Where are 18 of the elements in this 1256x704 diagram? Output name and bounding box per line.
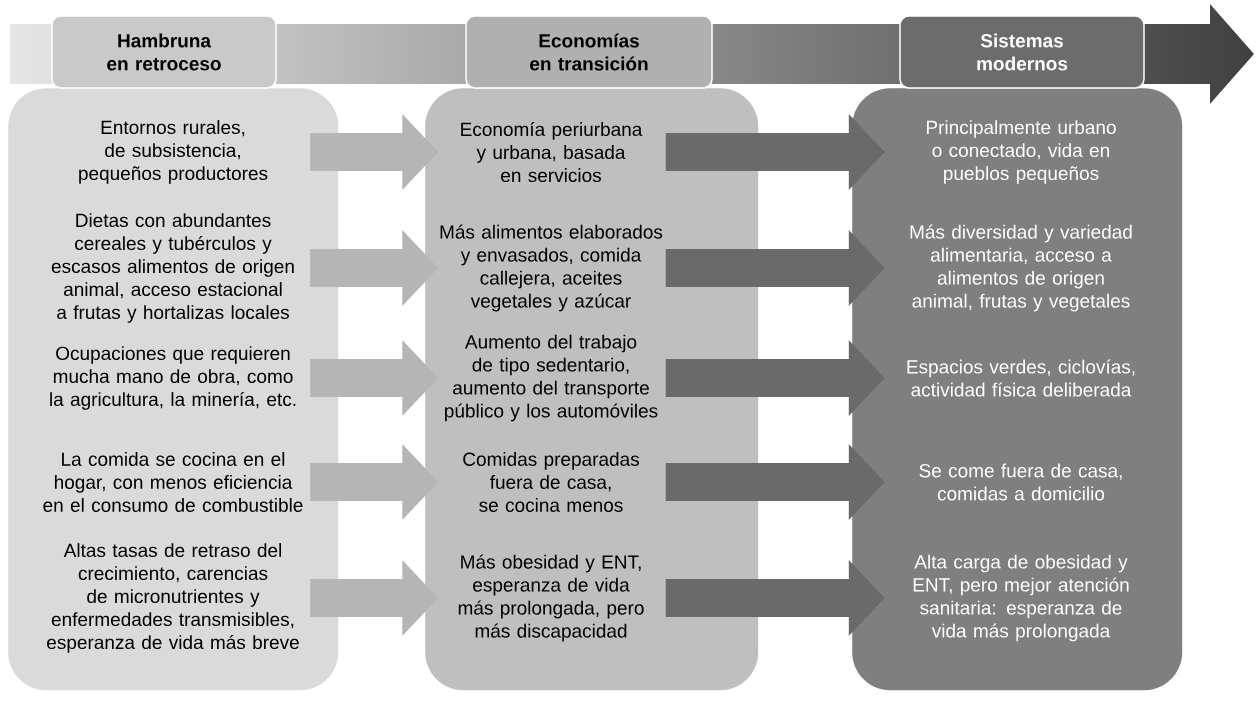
item-text: Más alimentos elaborados y envasados, comida callejera, aceites vegetales y azúcar [440,224,663,312]
node-label: Hambruna en retroceso [107,33,221,71]
item-text: Alta carga de obesidad y ENT, pero mejor atención sanitaria: esperanza de vida más prolongada [913,554,1129,642]
item-text: Espacios verdes, ciclovías, actividad física deliberada [907,359,1135,397]
item-text: Comidas preparadas fuera de casa, se cocina menos [463,452,639,512]
node-label: Economías en transición [530,33,648,71]
item-text: Entornos rurales, de subsistencia, pequeños productores [79,120,268,184]
item-text: Dietas con abundantes cereales y tubérculos y escasos alimentos de origen animal, acceso estacional a frutas y hortalizas locales [51,213,294,323]
item-text: Altas tasas de retraso del crecimiento, carencias de micronutrientes y enfermedades transmisibles, esperanza de vida más breve [47,543,299,653]
item-text: Ocupaciones que requieren mucha mano de obra, como la agricultura, la minería, etc. [50,346,296,410]
item-text: Aumento del trabajo de tipo sedentario, aumento del transporte público y los automóviles [445,334,658,422]
item-text: Más obesidad y ENT, esperanza de vida más prolongada, pero más discapacidad [458,554,644,642]
item-text: Se come fuera de casa, comidas a domicilio [919,463,1122,501]
node-label: Sistemas modernos [977,33,1068,71]
item-text: Más diversidad y variedad alimentaria, acceso a alimentos de origen animal, frutas y vegetales [910,224,1132,312]
item-text: Economía periurbana y urbana, basada en servicios [461,121,643,183]
item-text: Principalmente urbano o conectado, vida en pueblos pequeños [926,120,1116,184]
item-text: La comida se cocina en el hogar, con menos eficiencia en el consumo de combustible [43,452,303,512]
